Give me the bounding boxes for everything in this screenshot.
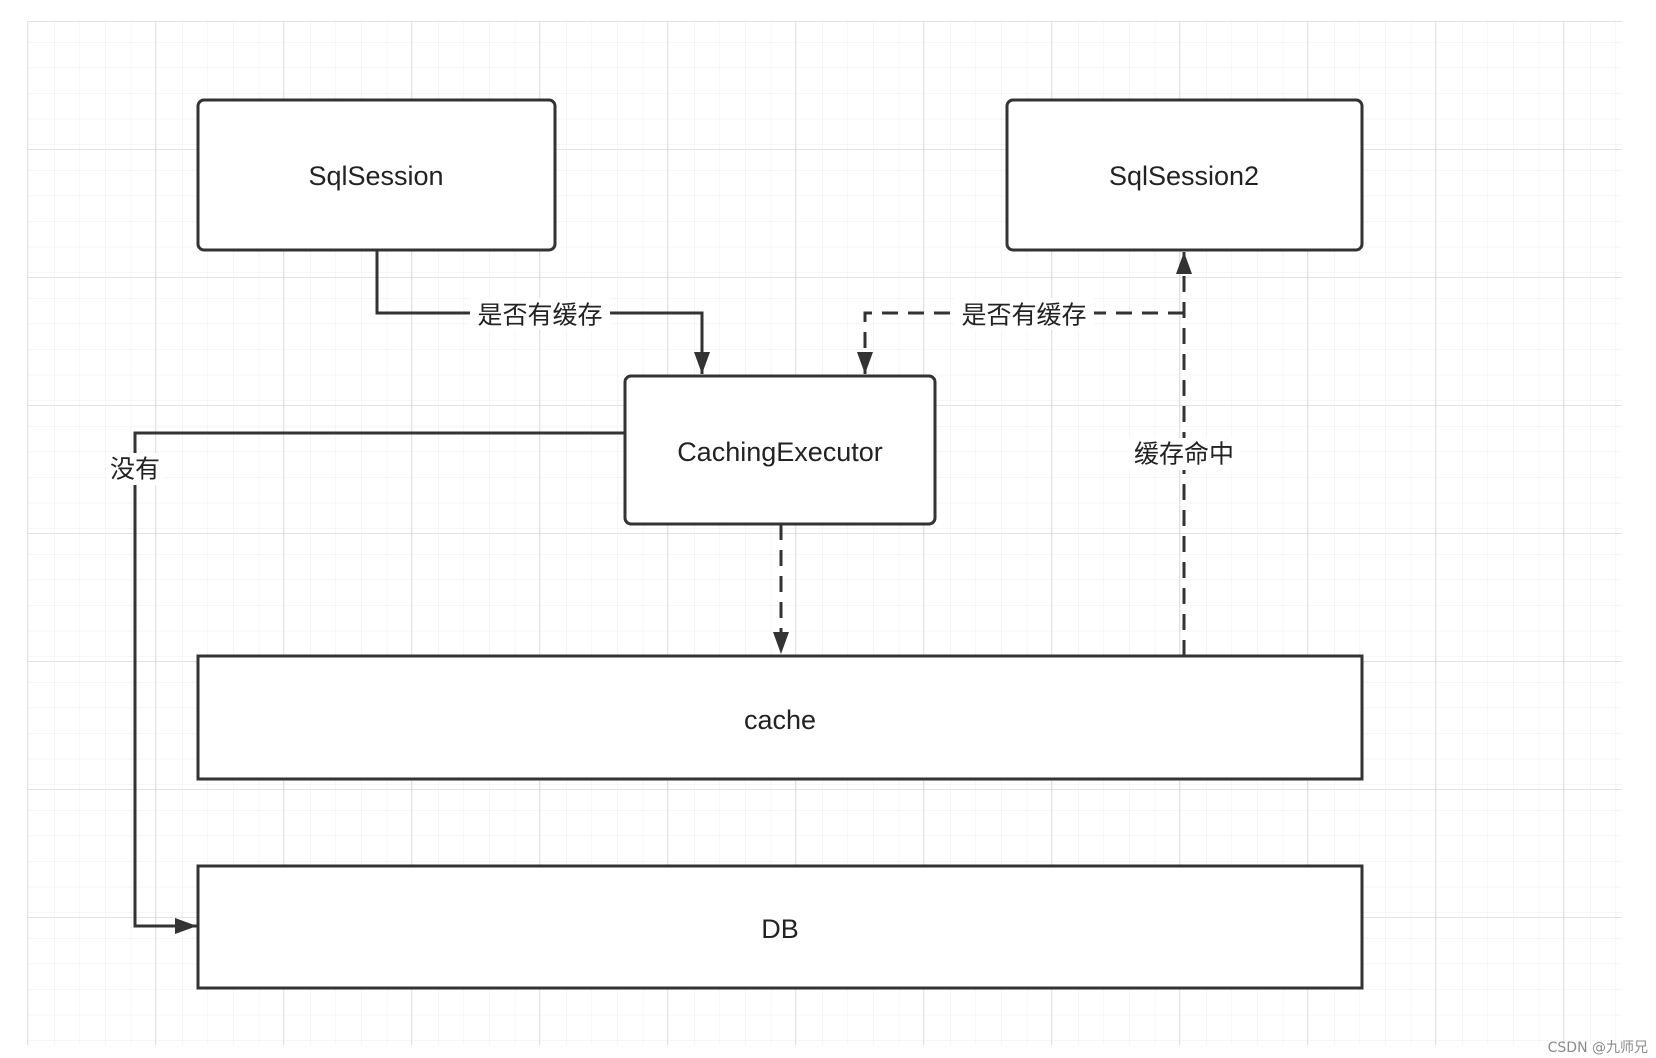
node-sqlsession: SqlSession [196,98,557,252]
node-db-label: DB [761,914,799,944]
node-cache: cache [196,654,1364,781]
node-cache-label: cache [744,705,816,735]
node-sqlsession2-label: SqlSession2 [1109,161,1259,191]
node-db: DB [196,864,1364,990]
edge-label-cache-hit-text: 缓存命中 [1134,440,1234,469]
node-caching-executor-label: CachingExecutor [677,437,883,467]
edge-label-no-cache: 没有 [106,453,164,485]
edge-label-cache-hit: 缓存命中 [1128,438,1240,470]
watermark: CSDN @九师兄 [1548,1040,1648,1056]
edge-label-sqlsession2-to-executor: 是否有缓存 [954,298,1094,330]
edge-label-sqlsession-to-executor: 是否有缓存 [470,298,610,330]
node-sqlsession-label: SqlSession [308,161,443,191]
edge-label-no-cache-text: 没有 [110,455,160,484]
edge-no-cache-to-db [133,431,625,934]
node-caching-executor: CachingExecutor [623,374,937,526]
edge-label-sqlsession2-to-executor-text: 是否有缓存 [961,301,1086,330]
edge-label-sqlsession-to-executor-text: 是否有缓存 [477,301,602,330]
node-sqlsession2: SqlSession2 [1005,98,1364,252]
